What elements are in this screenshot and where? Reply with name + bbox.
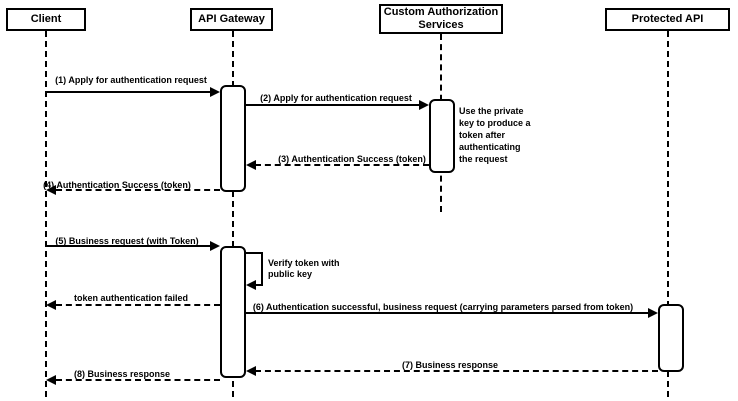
self-message-label: Verify token with public key — [268, 258, 340, 279]
participant-custom-authorization-services-label: Custom Authorization Services — [383, 6, 499, 31]
message-3-label: (3) Authentication Success (token) — [278, 154, 426, 164]
message-4-arrowhead — [46, 185, 56, 195]
message-2-label: (2) Apply for authentication request — [260, 93, 412, 103]
message-8-arrowhead — [648, 308, 658, 318]
lifeline-client — [45, 31, 47, 397]
lifeline-api-gateway — [232, 31, 234, 397]
participant-custom-authorization-services: Custom Authorization Services — [379, 4, 503, 34]
message-9-line — [255, 370, 658, 372]
participant-api-gateway-label: API Gateway — [198, 13, 265, 25]
activation-custom-authorization-services — [429, 99, 455, 173]
message-10-line — [56, 379, 220, 381]
participant-api-gateway: API Gateway — [190, 8, 273, 31]
message-9-label: (7) Business response — [401, 360, 499, 370]
message-7-arrowhead — [46, 300, 56, 310]
self-message-arrowhead — [246, 280, 256, 290]
lifeline-protected-api — [667, 31, 669, 397]
participant-protected-api: Protected API — [605, 8, 730, 31]
message-7-line — [56, 304, 220, 306]
message-9-arrowhead — [246, 366, 256, 376]
message-1-arrowhead — [210, 87, 220, 97]
note-private-key: Use the private key to produce a token a… — [459, 106, 531, 164]
message-7-label: token authentication failed — [73, 293, 189, 303]
message-2-arrowhead — [419, 100, 429, 110]
message-1-line — [46, 91, 211, 93]
self-message-line-bottom — [255, 284, 263, 286]
message-1-label: (1) Apply for authentication request — [55, 75, 207, 85]
message-2-line — [246, 104, 420, 106]
message-3-arrowhead — [246, 160, 256, 170]
message-5-arrowhead — [210, 241, 220, 251]
participant-protected-api-label: Protected API — [631, 13, 704, 25]
message-4-label: (4) Authentication Success (token) — [43, 180, 191, 190]
message-10-label: (8) Business response — [73, 369, 171, 379]
message-8-label: (6) Authentication successful, business … — [252, 302, 634, 312]
message-5-line — [46, 245, 211, 247]
participant-client-label: Client — [30, 13, 62, 25]
message-5-label: (5) Business request (with Token) — [55, 236, 199, 246]
message-3-line — [255, 164, 429, 166]
activation-protected-api — [658, 304, 684, 372]
activation-api-gateway-1 — [220, 85, 246, 192]
activation-api-gateway-2 — [220, 246, 246, 378]
self-message-line-right — [261, 252, 263, 285]
message-4-line — [56, 189, 220, 191]
message-8-line — [246, 312, 649, 314]
participant-client: Client — [6, 8, 86, 31]
message-10-arrowhead — [46, 375, 56, 385]
self-message-line-top — [246, 252, 263, 254]
